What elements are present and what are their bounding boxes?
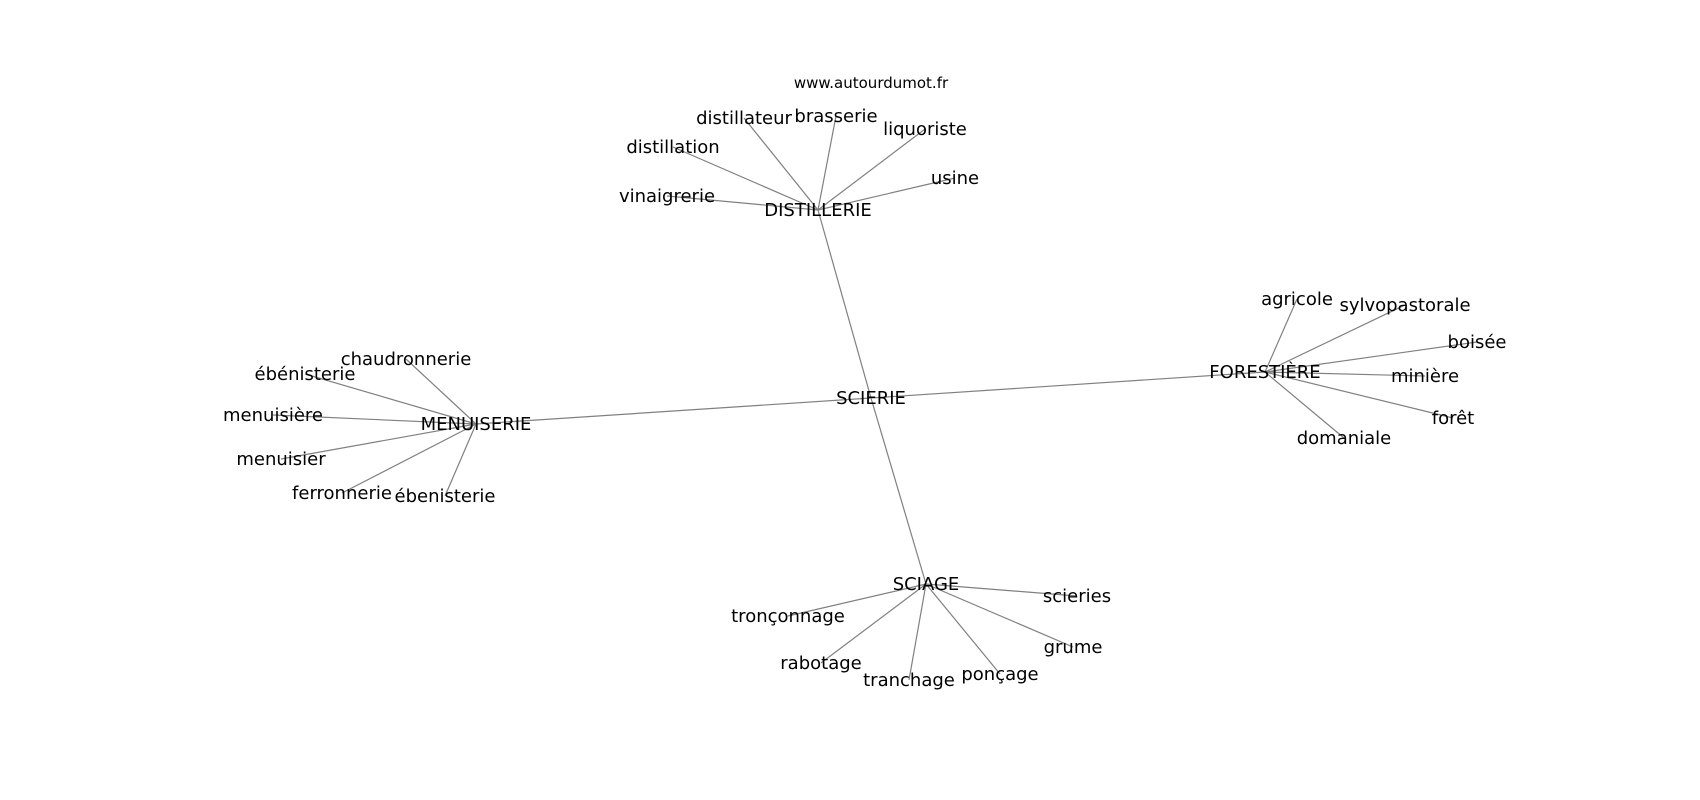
leaf-node[interactable]: distillateur bbox=[696, 108, 792, 129]
hub-node[interactable]: FORESTIÈRE bbox=[1209, 361, 1320, 383]
center-hub-edge bbox=[817, 209, 872, 399]
hub-leaf-edge bbox=[280, 423, 477, 460]
leaf-node[interactable]: grume bbox=[1044, 637, 1103, 658]
center-hub-edge bbox=[870, 371, 1266, 399]
cluster-forestiere: FORESTIÈRE agricole sylvopastorale boisé… bbox=[1209, 289, 1506, 449]
hub-leaf-edge bbox=[817, 128, 926, 211]
hub-leaf-edge bbox=[304, 373, 477, 425]
leaf-node[interactable]: scieries bbox=[1043, 586, 1111, 607]
hub-leaf-edge bbox=[817, 177, 956, 211]
leaf-node[interactable]: domaniale bbox=[1297, 428, 1392, 449]
hub-leaf-edge bbox=[1264, 371, 1454, 419]
leaf-node[interactable]: forêt bbox=[1432, 408, 1475, 429]
leaf-node[interactable]: liquoriste bbox=[883, 119, 967, 140]
hub-leaf-edge bbox=[405, 358, 477, 425]
cluster-sciage: SCIAGE scieries tronçonnage grume rabota… bbox=[731, 574, 1111, 691]
leaf-node[interactable]: sylvopastorale bbox=[1339, 295, 1470, 316]
leaf-node[interactable]: usine bbox=[931, 168, 979, 189]
center-hub-edge bbox=[475, 397, 872, 425]
leaf-node[interactable]: ferronnerie bbox=[292, 483, 392, 504]
leaf-node[interactable]: ébénisterie bbox=[255, 364, 356, 385]
leaf-node[interactable]: chaudronnerie bbox=[341, 349, 472, 370]
leaf-node[interactable]: ponçage bbox=[961, 664, 1038, 685]
hub-leaf-edge bbox=[925, 583, 1001, 675]
leaf-node[interactable]: boisée bbox=[1448, 332, 1507, 353]
leaf-node[interactable]: rabotage bbox=[780, 653, 861, 674]
leaf-node[interactable]: minière bbox=[1391, 366, 1459, 387]
hub-leaf-edge bbox=[820, 583, 927, 664]
hub-leaf-edge bbox=[1264, 304, 1406, 373]
leaf-node[interactable]: ébenisterie bbox=[395, 486, 496, 507]
leaf-node[interactable]: agricole bbox=[1261, 289, 1333, 310]
cluster-menuiserie: MENUISERIE chaudronnerie ébénisterie men… bbox=[223, 349, 531, 507]
leaf-node[interactable]: menuisier bbox=[236, 449, 326, 470]
hub-node[interactable]: MENUISERIE bbox=[421, 414, 532, 435]
leaf-node[interactable]: distillation bbox=[626, 137, 719, 158]
hub-node[interactable]: DISTILLERIE bbox=[764, 200, 872, 221]
hub-leaf-edge bbox=[341, 423, 477, 494]
hub-leaf-edge bbox=[272, 414, 477, 425]
hub-leaf-edge bbox=[817, 115, 837, 211]
leaf-node[interactable]: menuisière bbox=[223, 405, 323, 426]
site-watermark: www.autourdumot.fr bbox=[794, 74, 949, 92]
hub-leaf-edge bbox=[1264, 341, 1478, 373]
hub-leaf-edge bbox=[925, 583, 1074, 648]
hub-leaf-edge bbox=[1264, 298, 1298, 373]
hub-leaf-edge bbox=[787, 583, 927, 617]
leaf-node[interactable]: vinaigrerie bbox=[619, 186, 715, 207]
hub-leaf-edge bbox=[1264, 371, 1345, 439]
hub-leaf-edge bbox=[666, 195, 819, 211]
hub-leaf-edge bbox=[925, 583, 1078, 597]
leaf-node[interactable]: tronçonnage bbox=[731, 606, 845, 627]
graph-edges bbox=[272, 115, 1478, 681]
leaf-node[interactable]: brasserie bbox=[794, 106, 877, 127]
hub-leaf-edge bbox=[672, 146, 819, 211]
center-node[interactable]: SCIERIE bbox=[836, 388, 906, 409]
leaf-node[interactable]: tranchage bbox=[863, 670, 955, 691]
hub-leaf-edge bbox=[908, 583, 927, 681]
hub-node[interactable]: SCIAGE bbox=[893, 574, 960, 595]
hub-leaf-edge bbox=[743, 117, 819, 211]
cluster-distillerie: DISTILLERIE distillateur brasserie liquo… bbox=[619, 106, 979, 221]
center-hub-edge bbox=[870, 397, 927, 585]
hub-leaf-edge bbox=[444, 423, 477, 497]
hub-leaf-edge bbox=[1264, 371, 1426, 377]
